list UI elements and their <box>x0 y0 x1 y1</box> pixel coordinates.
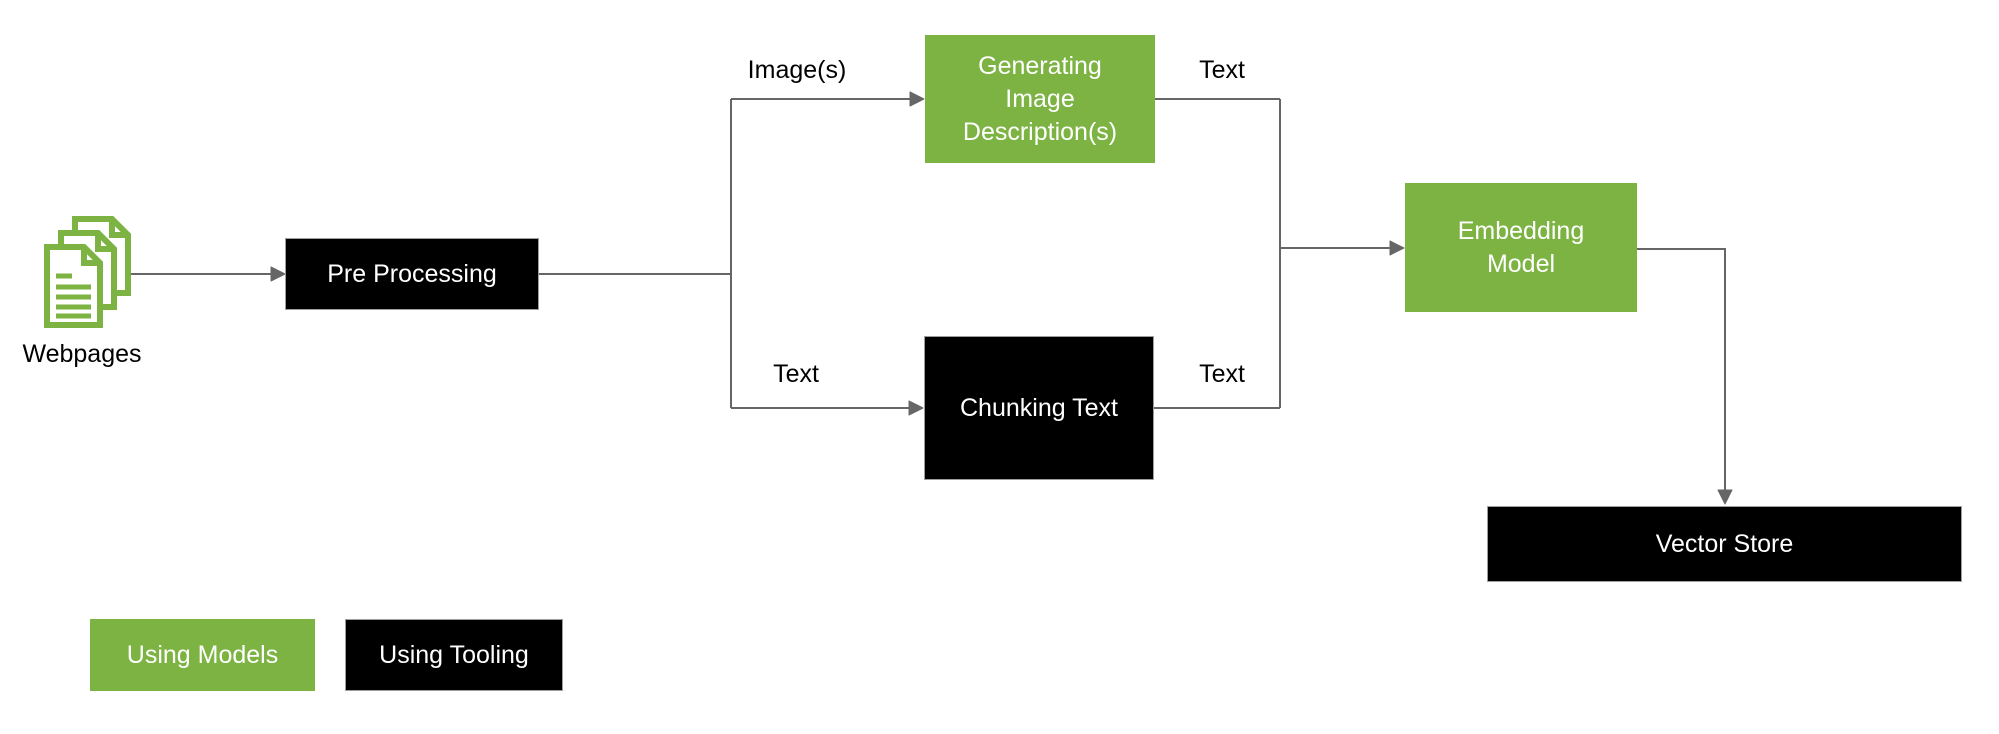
edge-line <box>1637 248 1726 490</box>
node-vector-store: Vector Store <box>1487 506 1962 582</box>
legend-using-tooling: Using Tooling <box>345 619 563 691</box>
edge-embedding-to-vectorstore <box>1637 248 1733 505</box>
middle-page-fold <box>95 233 114 252</box>
edge-split-to-generating <box>731 91 925 107</box>
arrowhead-down-icon <box>1717 489 1733 505</box>
edge-preprocessing-to-split <box>539 99 732 408</box>
back-page-fold <box>109 219 128 238</box>
webpages-icon <box>42 216 134 328</box>
arrowhead-right-icon <box>1389 240 1405 256</box>
node-generating-image-descriptions: Generating Image Description(s) <box>925 35 1155 163</box>
front-page-text-lines <box>56 273 91 319</box>
edge-label-images: Image(s) <box>747 56 847 84</box>
arrowhead-right-icon <box>270 266 286 282</box>
node-label: Chunking Text <box>960 393 1118 422</box>
node-label: Generating Image Description(s) <box>962 51 1118 146</box>
edge-label-text-from-chunking: Text <box>1199 360 1245 388</box>
arrowhead-right-icon <box>909 91 925 107</box>
edge-webpages-to-preprocessing <box>128 266 286 282</box>
front-page-fold <box>81 247 100 266</box>
node-pre-processing: Pre Processing <box>285 238 539 310</box>
edge-label-text-branch: Text <box>773 360 819 388</box>
legend-using-models: Using Models <box>90 619 315 691</box>
edge-label-text-from-generating: Text <box>1199 56 1245 84</box>
node-label: Pre Processing <box>327 259 497 288</box>
node-label: Embedding Model <box>1457 216 1585 278</box>
arrowhead-right-icon <box>908 400 924 416</box>
edge-chunking-to-merge <box>1154 99 1281 409</box>
edge-split-to-chunking <box>731 400 924 416</box>
node-embedding-model: Embedding Model <box>1405 183 1637 312</box>
node-label: Vector Store <box>1655 529 1794 558</box>
legend-label: Using Models <box>126 640 279 669</box>
webpages-label: Webpages <box>22 340 142 368</box>
legend-label: Using Tooling <box>379 640 529 669</box>
edge-merge-to-embedding <box>1280 240 1405 256</box>
node-chunking-text: Chunking Text <box>924 336 1154 480</box>
